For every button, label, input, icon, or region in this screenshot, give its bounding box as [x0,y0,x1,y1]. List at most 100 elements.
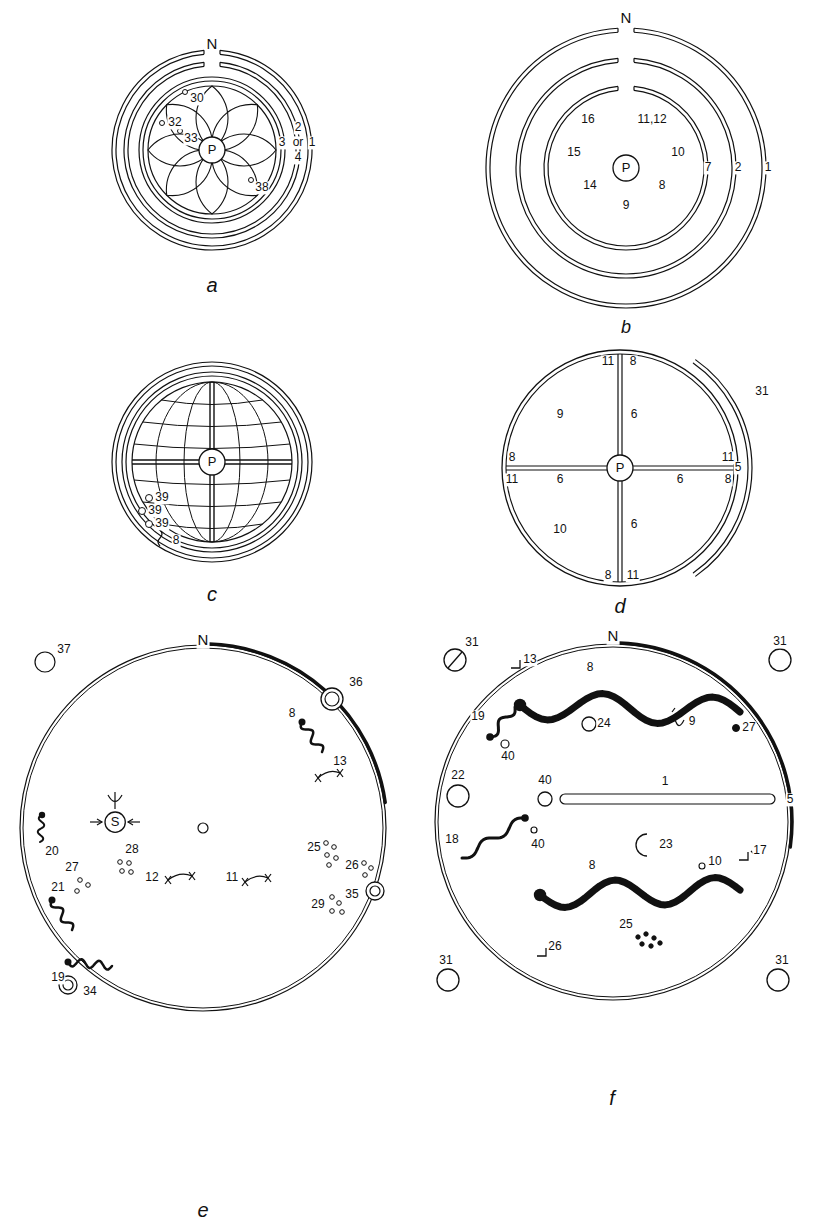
dot [334,856,339,861]
ring-notch [203,62,204,66]
callout-number: 40 [530,838,545,851]
cross-tick [337,769,343,777]
callout-number: 23 [658,838,673,851]
circle-mark [447,785,469,807]
circle-mark [370,886,380,896]
parallel [143,422,282,427]
callout-number: 39 [154,517,169,530]
ring [128,66,296,234]
callout-number: 36 [348,676,363,689]
ring [490,32,762,304]
dot [332,845,337,850]
worm [490,707,515,737]
north-mark: N [197,632,210,649]
dot [120,869,125,874]
callout-number: 10 [707,855,722,868]
dot [337,901,342,906]
outer-arc [696,360,752,576]
callout-number: 8 [724,473,733,486]
callout-number: 8 [629,355,638,368]
callout-number: 10 [552,523,567,536]
callout-number: 1 [661,775,670,788]
ring [435,644,791,1000]
callout-number: 5 [734,461,743,474]
node-circle [199,449,225,475]
dot [362,861,367,866]
callout-number: 6 [630,518,639,531]
callout-number: 29 [310,898,325,911]
thick-worm [540,878,740,908]
callout-number: 16 [580,113,595,126]
callout-number: 19 [470,710,485,723]
ring [502,350,738,586]
cross-tick [337,769,343,777]
ring [20,645,386,1011]
worm [301,722,323,752]
dot [249,178,254,183]
callout-number: 11 [601,355,615,368]
panel-letter: e [196,1199,209,1221]
dot [330,909,335,914]
callout-number: 24 [596,717,611,730]
circle-mark [444,649,466,671]
worm-head [486,733,494,741]
parallel [134,444,290,449]
worm-head [521,814,529,822]
globe [132,382,292,542]
node-label: P [622,161,631,175]
parallel [161,524,262,529]
callout-number: 5 [786,793,795,806]
callout-number: 8 [658,179,667,192]
cross-arrow-symbol [168,874,192,880]
cross-tick [165,876,171,884]
dot [78,878,83,883]
dot [129,870,134,875]
panel-letter: a [205,274,218,296]
p-circle: P [612,154,640,182]
circle-mark [767,969,789,991]
cross-tick [165,876,171,884]
callout-number: or [292,136,305,149]
dot [649,944,653,948]
ring [516,58,736,278]
ring [124,62,300,238]
circle-mark [437,969,459,991]
callout-number: 8 [588,859,597,872]
outer-arc [693,363,748,573]
callout-number: 15 [566,146,581,159]
dot [146,521,153,528]
centre-mark [198,823,208,833]
node-circle [613,155,639,181]
p-circle: P [606,454,634,482]
dot [127,861,132,866]
ring-notch [617,58,618,62]
ring [506,354,734,582]
dot [640,942,644,946]
callout-number: 38 [254,181,269,194]
callout-number: 11 [225,871,239,884]
callout-number: 8 [288,707,297,720]
circle-mark [582,717,596,731]
dot [118,860,123,865]
circle-mark [531,827,537,833]
ring [486,28,766,308]
callout-number: 20 [44,845,59,858]
callout-number: 26 [547,940,562,953]
worm [462,818,525,858]
meridian [156,382,268,542]
callout-number: 1 [308,136,317,149]
p-circle: P [198,136,226,164]
callout-number: 19 [50,971,65,984]
callout-number: 30 [189,92,204,105]
thick-arc [209,644,385,802]
dot [183,90,188,95]
ring-notch [219,62,220,66]
ring [116,54,308,246]
dot [658,941,662,945]
callout-number: 6 [630,408,639,421]
thick-worm [520,694,740,724]
cross-tick [189,872,195,880]
cross-tick [315,774,321,782]
